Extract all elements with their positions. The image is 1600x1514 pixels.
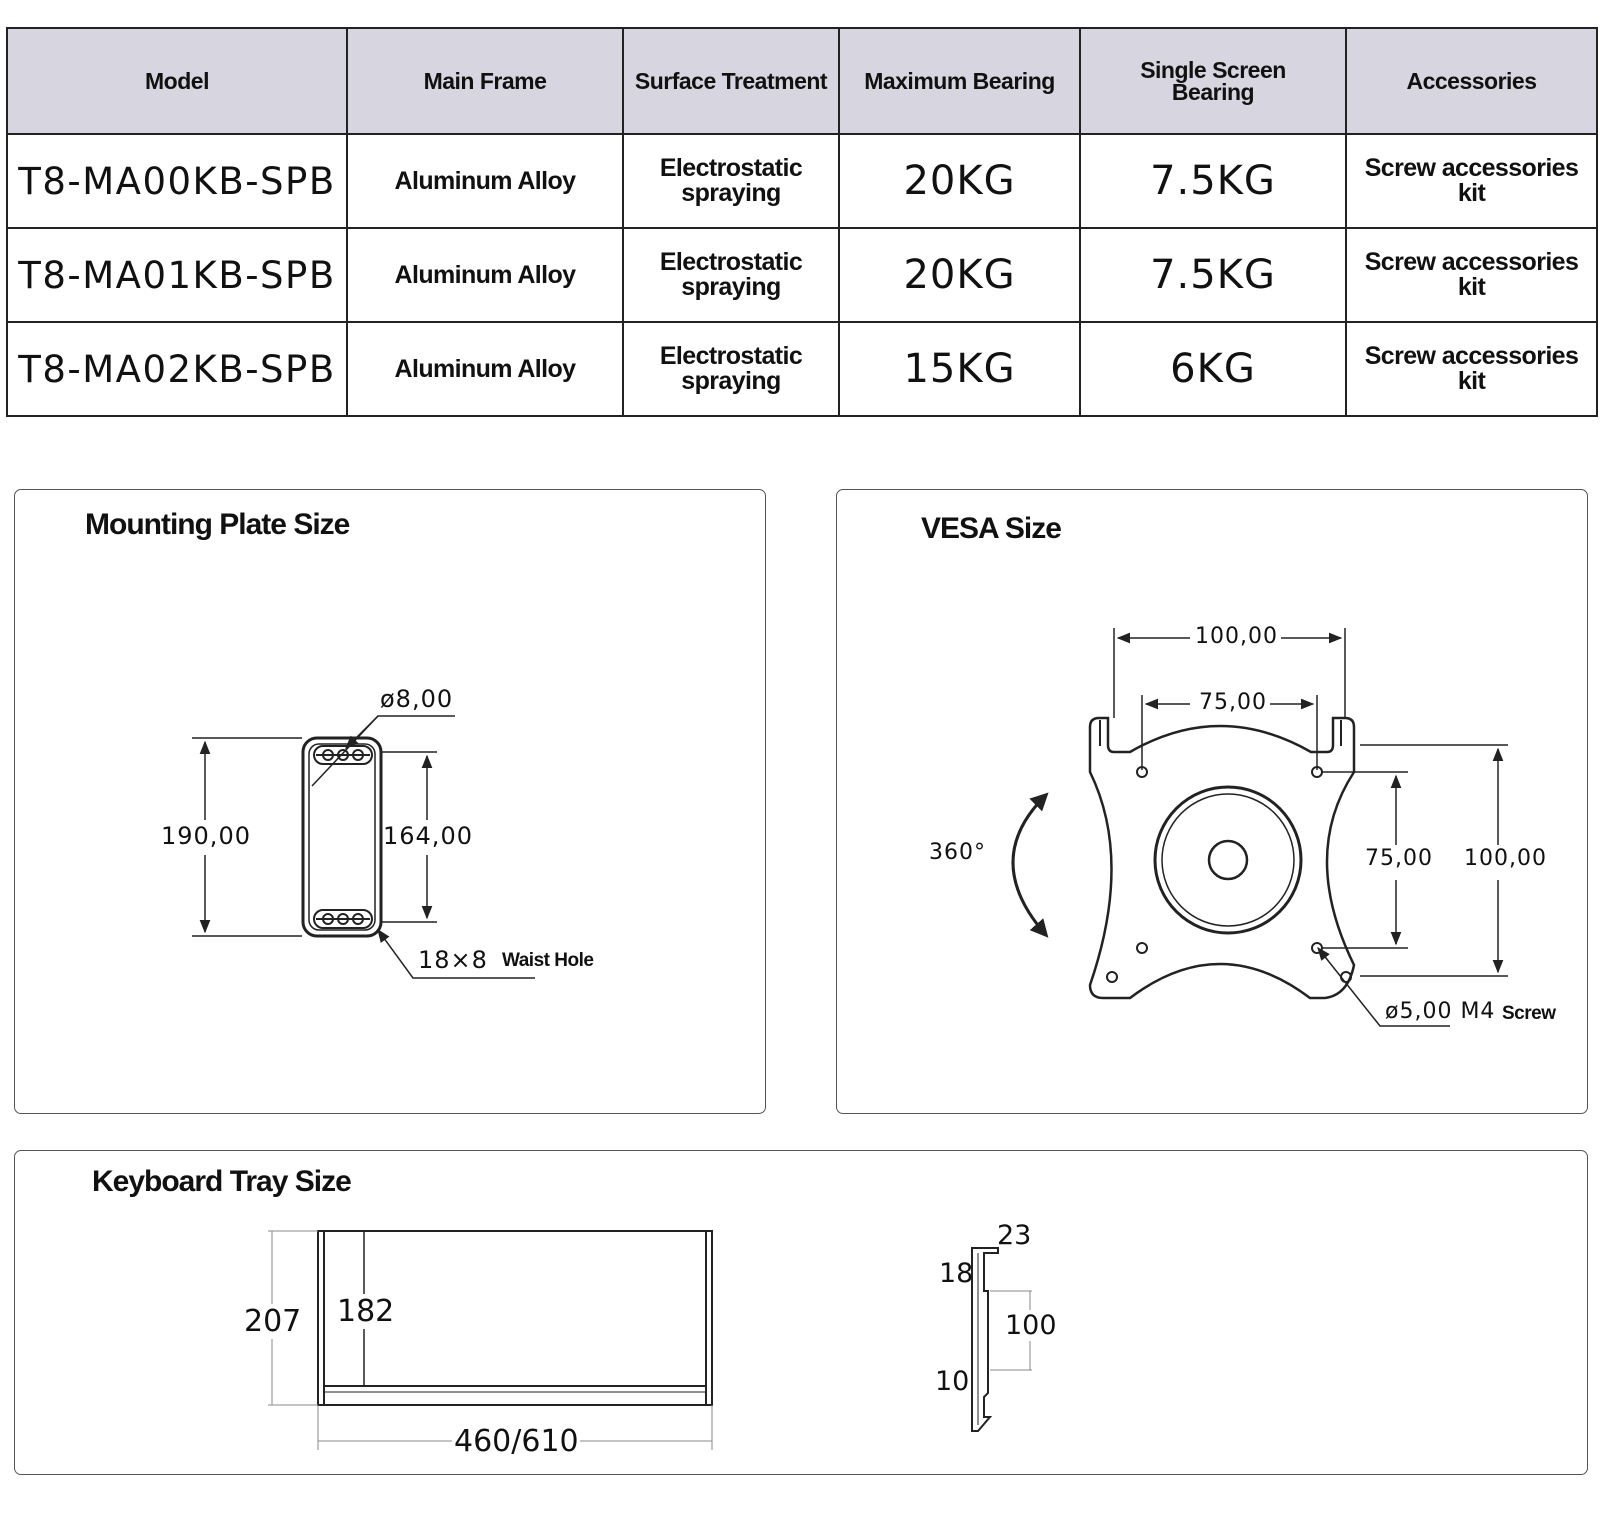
- vesa-outer-height-label: 100,00: [1462, 846, 1549, 871]
- cell-main-frame: Aluminum Alloy: [346, 133, 624, 229]
- cell-single-bearing: 6KG: [1079, 321, 1347, 417]
- cell-model: T8-MA01KB-SPB: [6, 227, 348, 323]
- tray-side-lower-label: 10: [935, 1366, 970, 1397]
- header-model: Model: [6, 27, 348, 135]
- mounting-plate-panel: [14, 489, 766, 1114]
- vesa-inner-width-label: 75,00: [1196, 690, 1270, 715]
- vesa-outer-width-label: 100,00: [1192, 624, 1281, 649]
- vesa-inner-height-label: 75,00: [1363, 846, 1435, 871]
- header-maximum-bearing: Maximum Bearing: [838, 27, 1081, 135]
- cell-max-bearing: 20KG: [838, 133, 1081, 229]
- mounting-hole-dia-label: ø8,00: [380, 685, 454, 713]
- tray-depth-inner-label: 182: [337, 1294, 395, 1329]
- cell-single-bearing: 7.5KG: [1079, 133, 1347, 229]
- cell-model: T8-MA00KB-SPB: [6, 133, 348, 229]
- cell-max-bearing: 20KG: [838, 227, 1081, 323]
- vesa-rotation-label: 360°: [929, 840, 986, 865]
- tray-side-upper-label: 18: [939, 1258, 974, 1289]
- mounting-inner-height-label: 164,00: [383, 822, 473, 850]
- tray-depth-outer-label: 207: [244, 1304, 302, 1339]
- tray-width-label: 460/610: [454, 1424, 579, 1459]
- vesa-screw-label: Screw: [1502, 1003, 1556, 1024]
- mounting-plate-title: Mounting Plate Size: [85, 508, 350, 541]
- table-header-row: Model Main Frame Surface Treatment Maxim…: [6, 27, 1598, 135]
- table-row: T8-MA00KB-SPB Aluminum Alloy Electrostat…: [6, 133, 1598, 229]
- cell-main-frame: Aluminum Alloy: [346, 321, 624, 417]
- cell-model: T8-MA02KB-SPB: [6, 321, 348, 417]
- cell-max-bearing: 15KG: [838, 321, 1081, 417]
- spec-table: Model Main Frame Surface Treatment Maxim…: [6, 27, 1598, 417]
- cell-main-frame: Aluminum Alloy: [346, 227, 624, 323]
- header-surface-treatment: Surface Treatment: [622, 27, 840, 135]
- cell-single-bearing: 7.5KG: [1079, 227, 1347, 323]
- vesa-screw-dia-label: ø5,00 M4: [1385, 999, 1496, 1024]
- mounting-outer-height-label: 190,00: [161, 822, 251, 850]
- keyboard-tray-title: Keyboard Tray Size: [92, 1165, 352, 1198]
- tray-side-mid-label: 100: [1005, 1310, 1057, 1341]
- header-accessories: Accessories: [1345, 27, 1598, 135]
- header-main-frame: Main Frame: [346, 27, 624, 135]
- tray-side-top-label: 23: [997, 1220, 1032, 1251]
- mounting-slot-label: Waist Hole: [502, 950, 594, 971]
- mounting-slot-size-label: 18×8: [418, 946, 488, 974]
- table-row: T8-MA01KB-SPB Aluminum Alloy Electrostat…: [6, 227, 1598, 323]
- vesa-title: VESA Size: [921, 512, 1062, 545]
- header-single-screen-bearing: Single Screen Bearing: [1079, 27, 1347, 135]
- table-row: T8-MA02KB-SPB Aluminum Alloy Electrostat…: [6, 321, 1598, 417]
